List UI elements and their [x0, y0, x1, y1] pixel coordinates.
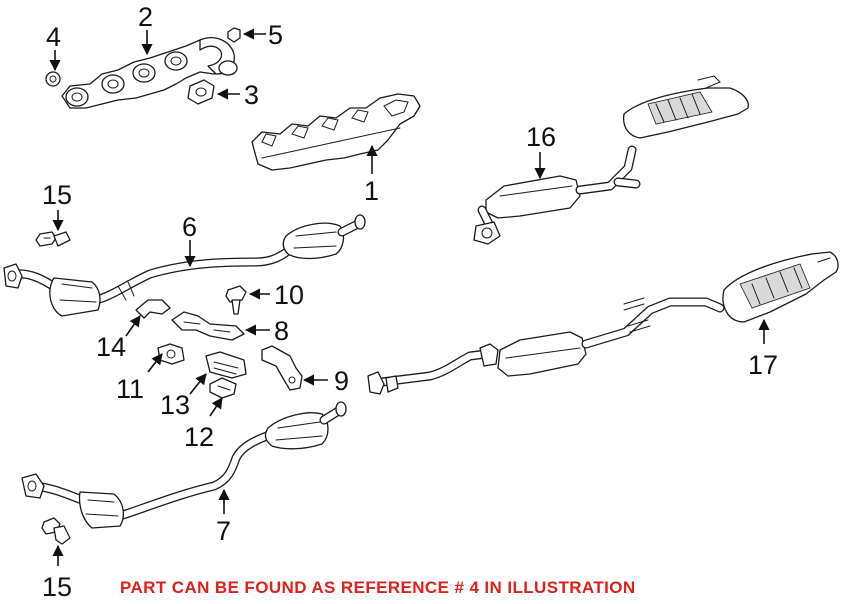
callout-3: 3 [244, 80, 259, 110]
callout-11: 11 [116, 374, 144, 404]
callout-7: 7 [216, 516, 231, 546]
clamp-12 [209, 377, 237, 399]
reference-note: PART CAN BE FOUND AS REFERENCE # 4 IN IL… [120, 578, 636, 597]
bracket-9 [261, 345, 303, 391]
bolt-upper [35, 231, 71, 247]
callout-13: 13 [160, 390, 190, 420]
callout-1: 1 [364, 176, 379, 206]
callout-2: 2 [138, 2, 153, 32]
manifold-nut [45, 71, 61, 87]
rear-exhaust-system [367, 251, 839, 395]
callout-9: 9 [334, 366, 349, 396]
callout-10: 10 [274, 280, 304, 310]
front-exhaust-pipe-upper [3, 214, 366, 317]
callout-14: 14 [96, 332, 126, 362]
bracket-14 [135, 299, 171, 319]
rear-muffler-upper [473, 75, 749, 245]
callout-5: 5 [268, 20, 283, 50]
exhaust-manifold-upper [61, 37, 238, 109]
front-exhaust-pipe-lower [21, 401, 347, 529]
callout-leaders [49, 28, 770, 566]
bolt-lower [41, 517, 71, 545]
callout-17: 17 [748, 350, 778, 380]
exhaust-manifold-lower [251, 93, 421, 171]
callout-8: 8 [274, 316, 289, 346]
callout-6: 6 [182, 212, 197, 242]
callout-12: 12 [184, 422, 214, 452]
callout-4: 4 [46, 22, 61, 52]
callout-15-upper: 15 [42, 180, 72, 210]
manifold-gasket [187, 79, 215, 105]
manifold-stud-nut [227, 27, 241, 43]
clamp-13 [205, 351, 247, 379]
callout-16: 16 [526, 122, 556, 152]
bracket-8 [171, 311, 245, 341]
callout-labels: 1 2 3 4 5 6 7 8 9 10 11 12 13 14 15 15 1… [42, 2, 778, 602]
bolt-10 [225, 285, 247, 315]
callout-15-lower: 15 [42, 572, 72, 602]
